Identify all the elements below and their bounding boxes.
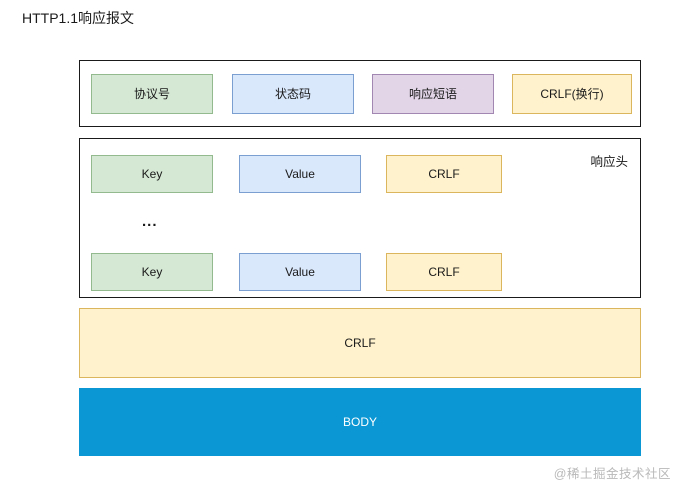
status-line-cell-crlf: CRLF(换行) — [512, 74, 632, 114]
message-body-bar: BODY — [79, 388, 641, 456]
header-row-1-value: Value — [239, 155, 361, 193]
status-line-cell-reason-phrase: 响应短语 — [372, 74, 494, 114]
diagram-title: HTTP1.1响应报文 — [22, 10, 135, 26]
blank-line-crlf-bar: CRLF — [79, 308, 641, 378]
header-rows-ellipsis: ... — [142, 213, 158, 230]
response-headers-section: 响应头 Key Value CRLF ... Key Value CRLF — [79, 138, 641, 298]
status-line-cell-status-code: 状态码 — [232, 74, 354, 114]
header-row-2-value: Value — [239, 253, 361, 291]
header-row-1-crlf: CRLF — [386, 155, 502, 193]
response-headers-label: 响应头 — [590, 155, 628, 169]
status-line-section: 协议号 状态码 响应短语 CRLF(换行) — [79, 60, 641, 127]
watermark: @稀土掘金技术社区 — [553, 467, 671, 481]
header-row-2-key: Key — [91, 253, 213, 291]
header-row-1-key: Key — [91, 155, 213, 193]
header-row-2-crlf: CRLF — [386, 253, 502, 291]
status-line-cell-protocol: 协议号 — [91, 74, 213, 114]
